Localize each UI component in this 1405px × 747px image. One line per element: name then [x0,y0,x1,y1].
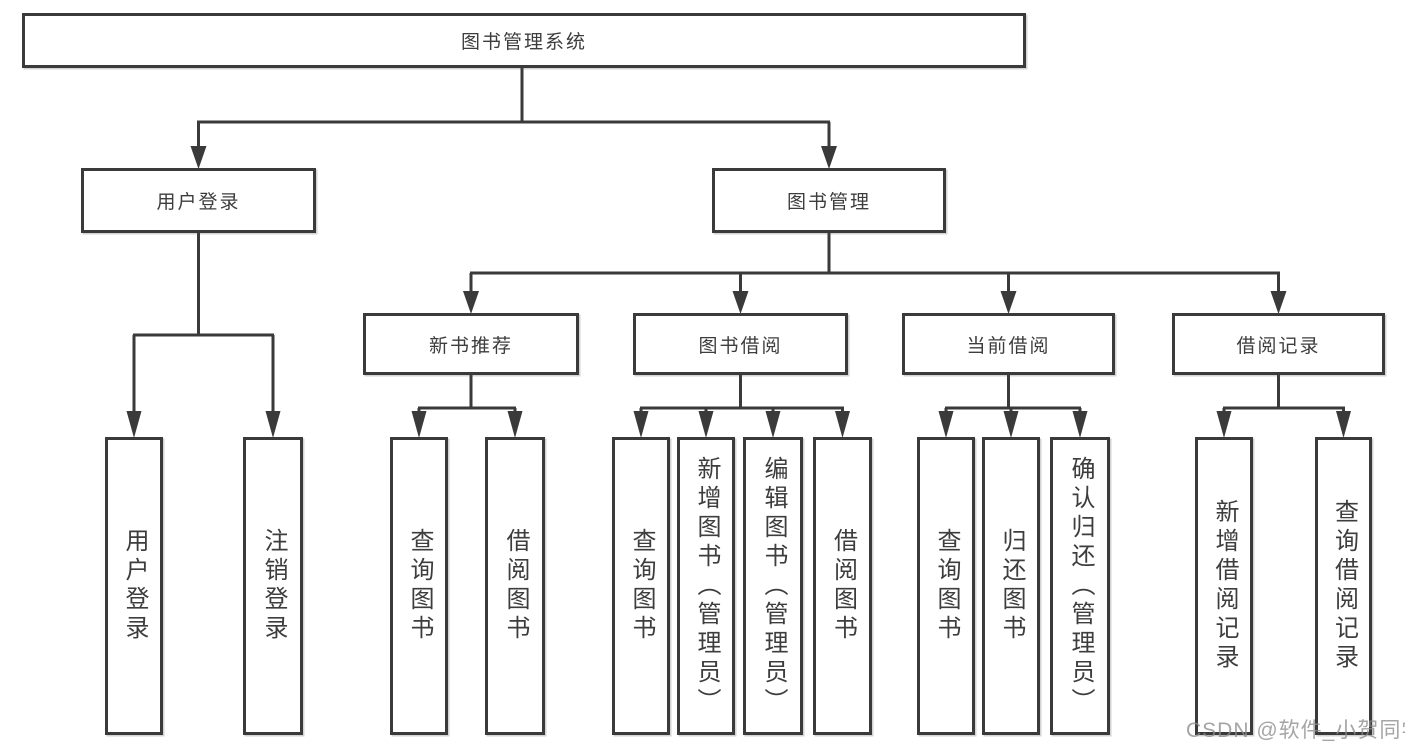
leaf-label: 归还图书 [998,528,1025,644]
node-label: 用户登录 [156,192,241,213]
leaf-confirm-return-admin: 确认归还（管理员） [1050,437,1110,735]
node-new-book-recommend: 新书推荐 [363,313,579,375]
leaf-borrow-books: 借阅图书 [813,437,872,735]
leaf-label: 确认归还（管理员） [1067,455,1094,717]
leaf-add-books-admin: 新增图书（管理员） [677,437,735,735]
leaf-query-books-recommend: 查询图书 [390,437,448,735]
leaf-add-borrow-record: 新增借阅记录 [1195,437,1253,735]
node-label: 图书管理系统 [460,32,587,53]
node-borrow-records: 借阅记录 [1172,313,1385,375]
node-book-management-branch: 图书管理 [712,168,946,233]
node-label: 图书管理 [786,192,871,213]
leaf-label: 查询图书 [406,528,433,644]
leaf-return-books: 归还图书 [982,437,1040,735]
leaf-label: 借阅图书 [829,528,857,644]
leaf-user-login: 用户登录 [105,437,163,735]
csdn-watermark: CSDN @软件_小贺同学 [1186,719,1405,742]
leaf-label: 查询图书 [933,528,960,644]
node-user-login-branch: 用户登录 [81,168,316,233]
node-book-borrow: 图书借阅 [633,313,848,375]
leaf-label: 注销登录 [260,528,287,644]
leaf-label: 查询图书 [628,528,655,644]
leaf-logout: 注销登录 [243,437,303,735]
node-label: 新书推荐 [428,335,513,357]
node-current-borrow: 当前借阅 [902,313,1115,375]
leaf-label: 新增借阅记录 [1211,499,1238,673]
node-label: 图书借阅 [698,335,783,357]
leaf-borrow-books-recommend: 借阅图书 [485,437,545,735]
leaf-label: 新增图书（管理员） [693,455,720,717]
leaf-label: 用户登录 [121,528,148,644]
node-label: 当前借阅 [966,335,1051,357]
leaf-query-books-current: 查询图书 [917,437,975,735]
node-label: 借阅记录 [1236,335,1321,357]
leaf-label: 借阅图书 [502,528,529,644]
leaf-label: 编辑图书（管理员） [760,455,787,717]
leaf-edit-books-admin: 编辑图书（管理员） [743,437,803,735]
leaf-query-books-borrow: 查询图书 [612,437,670,735]
node-library-management-system: 图书管理系统 [22,13,1026,68]
leaf-query-borrow-record: 查询借阅记录 [1315,437,1372,735]
leaf-label: 查询借阅记录 [1330,499,1358,673]
